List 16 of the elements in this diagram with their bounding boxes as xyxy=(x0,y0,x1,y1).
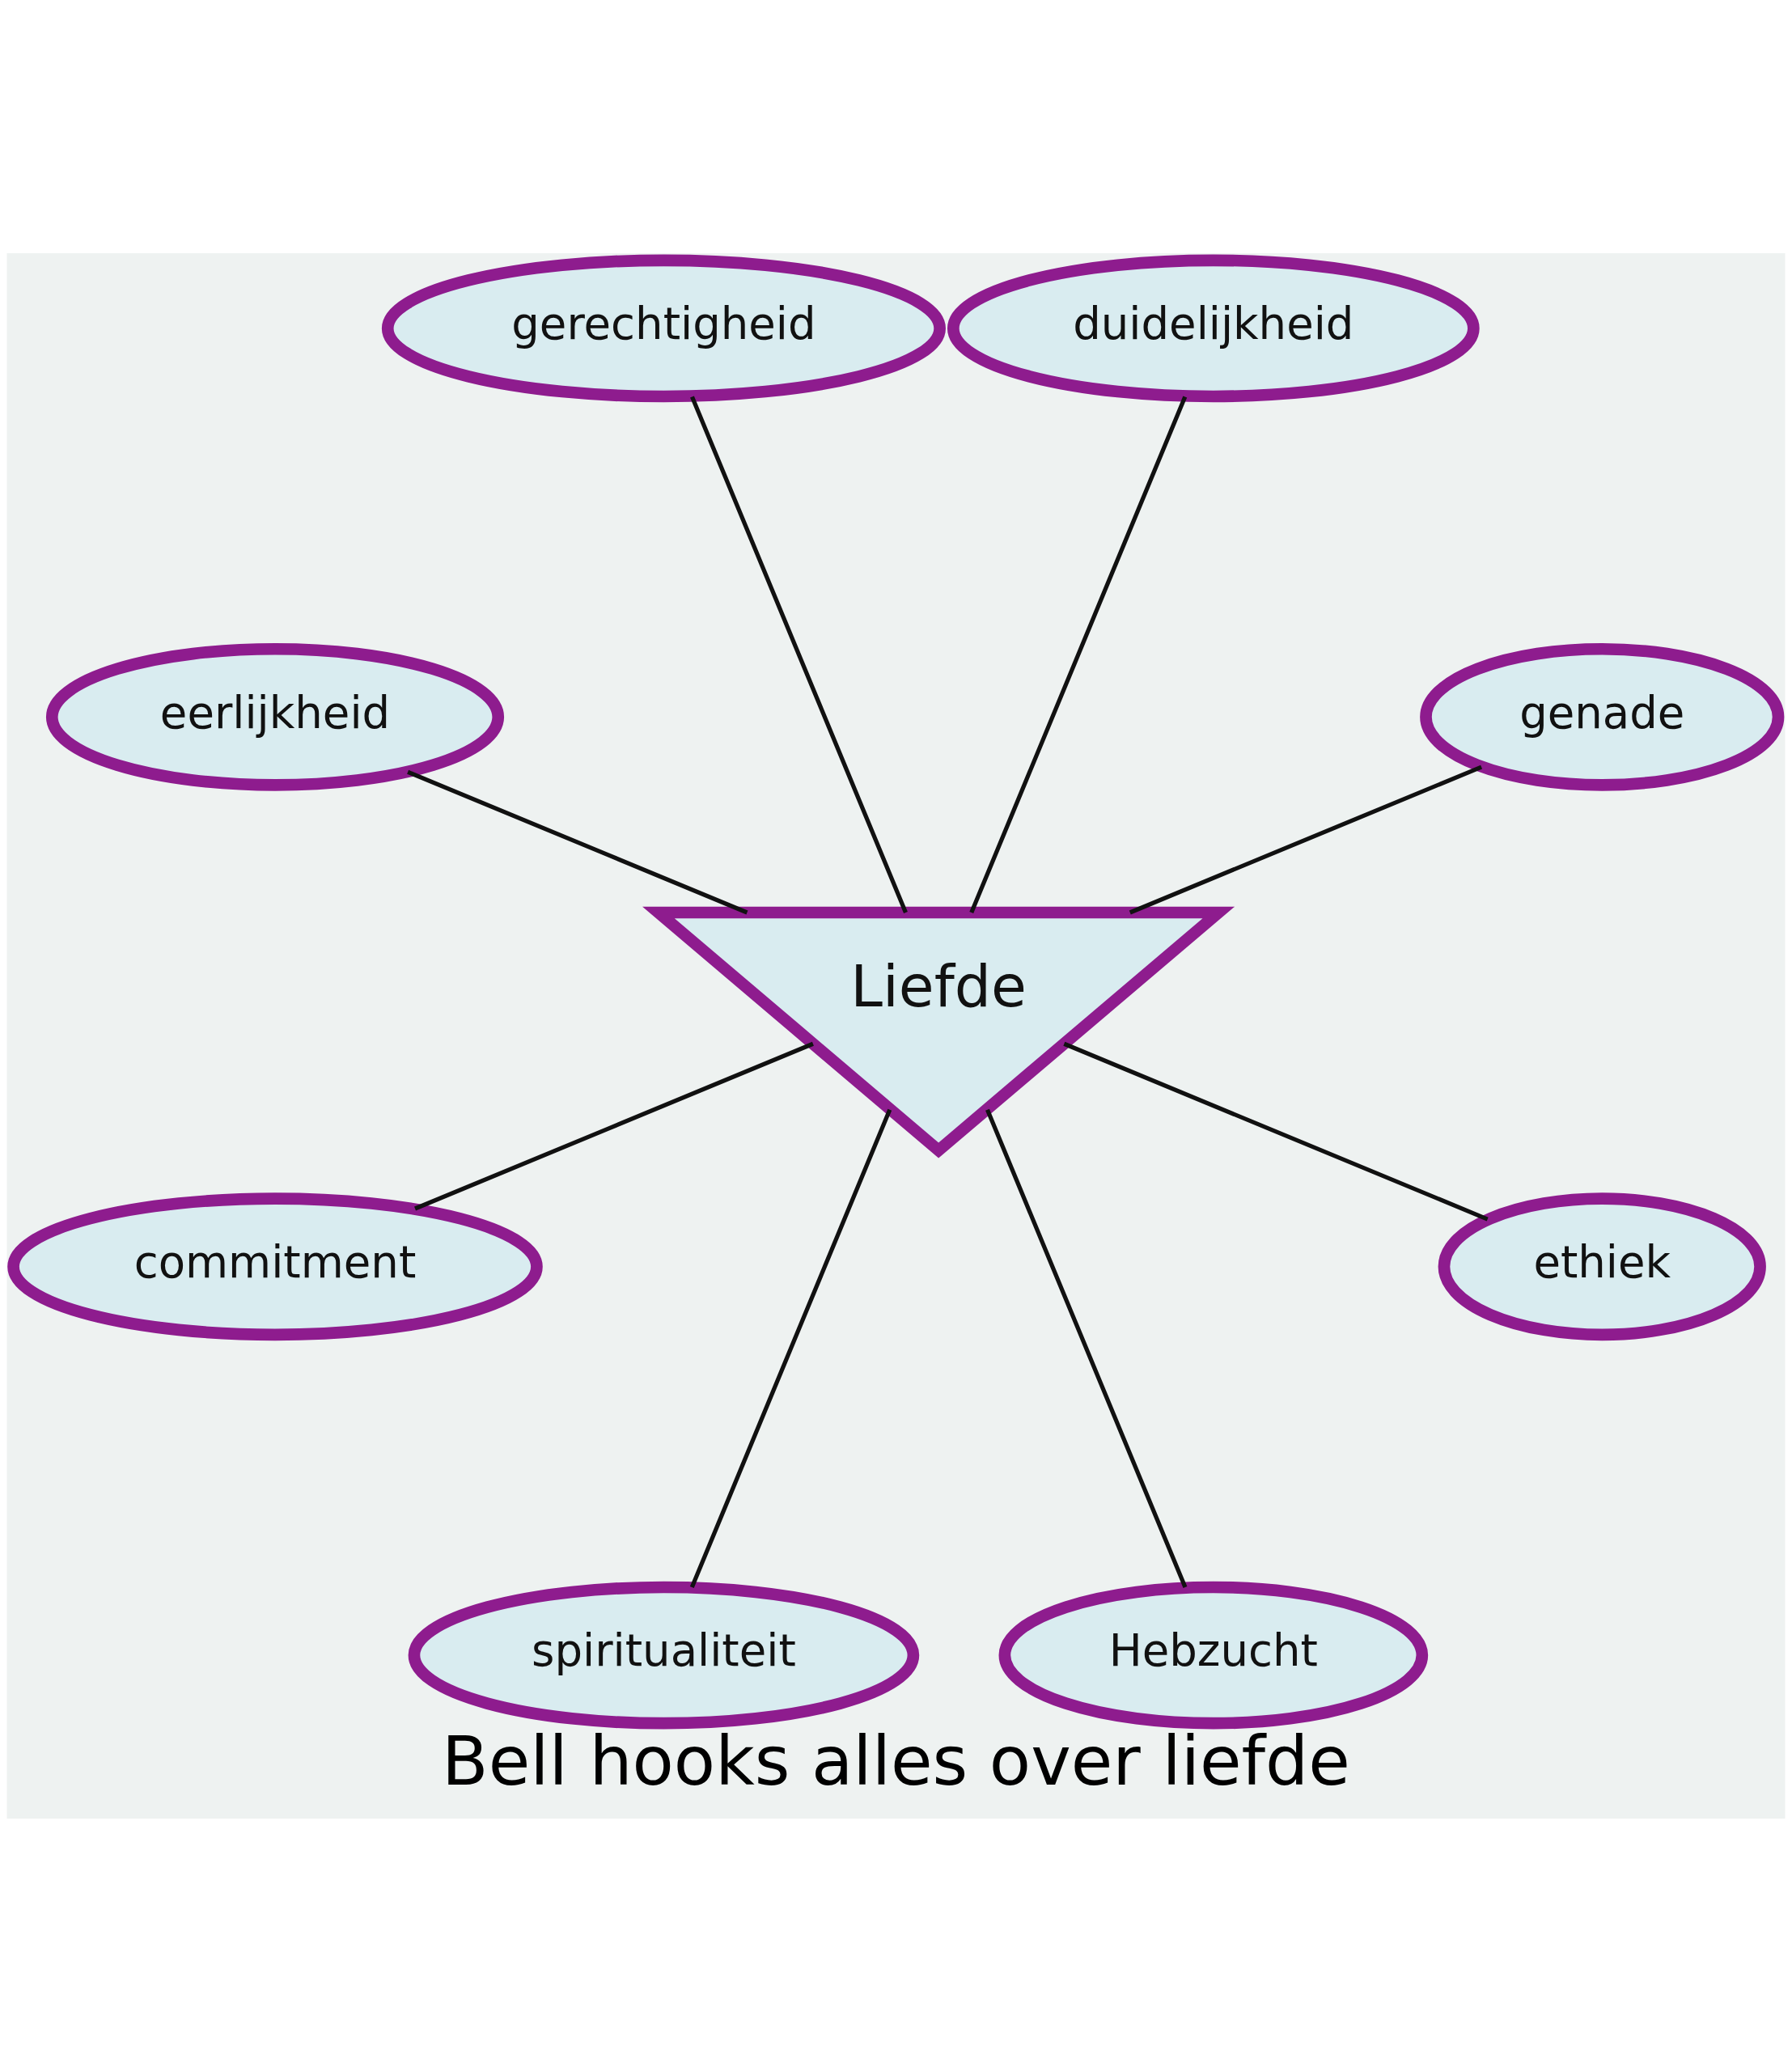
node-ellipse: gerechtigheid xyxy=(381,253,946,402)
connector xyxy=(1129,764,1483,914)
connector xyxy=(969,395,1188,913)
node-ellipse: commitment xyxy=(7,1192,543,1340)
node-ellipse: duidelijkheid xyxy=(947,253,1480,402)
connector xyxy=(690,395,908,913)
node-ellipse: genade xyxy=(1420,642,1785,791)
connector xyxy=(1063,1041,1489,1221)
node-ellipse: eerlijkheid xyxy=(45,642,505,791)
connector xyxy=(414,1041,814,1210)
node-ellipse: spiritualiteit xyxy=(408,1581,920,1730)
connector xyxy=(407,769,748,914)
node-ellipse: Hebzucht xyxy=(998,1581,1429,1730)
node-ellipse: ethiek xyxy=(1438,1192,1766,1340)
connector xyxy=(985,1108,1188,1588)
connector xyxy=(689,1108,892,1588)
